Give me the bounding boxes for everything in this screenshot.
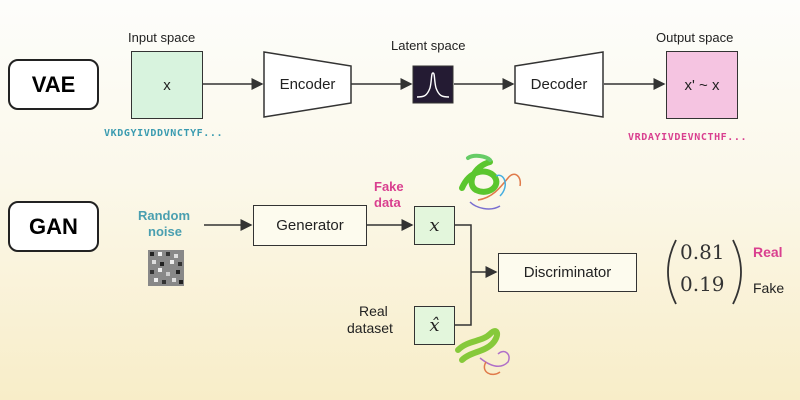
fake-data-label-line1: Fake: [374, 179, 404, 194]
output-space-box: x' ~ x: [666, 51, 738, 119]
random-noise-label-line2: noise: [148, 224, 182, 239]
prob-fake-value: 0.19: [680, 272, 725, 296]
fake-symbol: x: [429, 215, 440, 236]
discriminator-label: Discriminator: [523, 264, 612, 281]
input-sequence: VKDGYIVDDVNCTYF...: [104, 128, 224, 139]
output-symbol: x' ~ x: [684, 76, 720, 94]
real-output-label: Real: [753, 244, 783, 260]
generator-label: Generator: [276, 217, 344, 234]
random-noise-image: [148, 250, 184, 286]
real-dataset-label-line2: dataset: [347, 320, 393, 336]
output-sequence: VRDAYIVDEVNCTHF...: [628, 132, 748, 143]
right-paren: [732, 239, 742, 305]
fake-data-box: x: [414, 206, 455, 245]
fake-data-label-line2: data: [374, 195, 401, 210]
discriminator-box: Discriminator: [498, 253, 637, 292]
encoder-shape: [263, 51, 352, 118]
input-space-label: Input space: [128, 30, 196, 45]
protein-structure-real-image: [455, 328, 510, 376]
left-paren: [667, 239, 677, 305]
generator-box: Generator: [253, 205, 367, 246]
random-noise-label-line1: Random: [138, 208, 190, 223]
decoder-label: Decoder: [530, 75, 588, 93]
input-symbol: x: [163, 76, 171, 94]
protein-structure-fake-image: [459, 153, 522, 210]
input-space-box: x: [131, 51, 203, 119]
prob-real-value: 0.81: [680, 240, 725, 264]
connector-fake-to-junction: [455, 224, 472, 272]
decoder-shape: [514, 51, 604, 118]
output-space-label: Output space: [656, 30, 734, 45]
latent-gaussian-curve: [416, 72, 450, 98]
latent-space-label: Latent space: [391, 38, 466, 53]
vae-row-label: VAE: [8, 59, 99, 110]
encoder-label: Encoder: [279, 75, 336, 93]
real-symbol: x̂: [429, 315, 440, 336]
real-data-box: x̂: [414, 306, 455, 345]
fake-output-label: Fake: [753, 280, 785, 296]
gan-row-label: GAN: [8, 201, 99, 252]
real-dataset-label-line1: Real: [359, 303, 388, 319]
connector-real-to-junction: [455, 272, 472, 326]
